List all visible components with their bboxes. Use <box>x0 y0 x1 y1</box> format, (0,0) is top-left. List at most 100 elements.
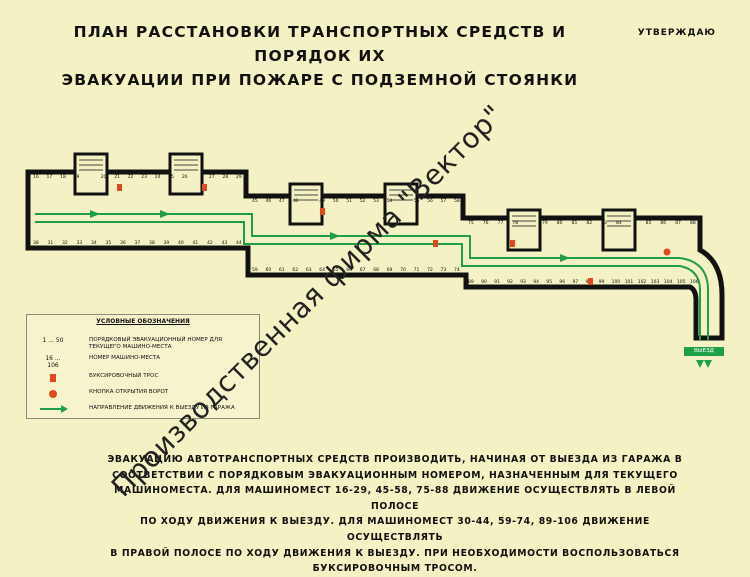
parking-space-number: 92 <box>507 279 513 285</box>
legend-text: КНОПКА ОТКРЫТИЯ ВОРОТ <box>89 389 169 395</box>
parking-space-number: 86 <box>660 220 666 226</box>
parking-space-number: 49 <box>319 198 325 204</box>
parking-space-number: 74 <box>454 267 460 273</box>
legend-item: 1 ... 50 ПОРЯДКОВЫЙ ЭВАКУАЦИОННЫЙ НОМЕР … <box>27 337 257 351</box>
parking-space-number: 87 <box>675 220 681 226</box>
title-line-2: ЭВАКУАЦИИ ПРИ ПОЖАРЕ С ПОДЗЕМНОЙ СТОЯНКИ <box>61 71 579 89</box>
parking-space-number: 95 <box>546 279 552 285</box>
parking-space-number: 71 <box>414 267 420 273</box>
parking-space-number: 76 <box>483 220 489 226</box>
parking-space-number: 18 <box>60 174 66 180</box>
parking-space-number: 72 <box>427 267 433 273</box>
parking-space-number: 23 <box>141 174 147 180</box>
parking-space-number: 41 <box>193 240 199 246</box>
instruction-line: МАШИНОМЕСТА. ДЛЯ МАШИНОМЕСТ 16-29, 45-58… <box>114 485 676 512</box>
parking-space-number: 100 <box>612 279 621 285</box>
parking-space-number: 19 <box>74 174 80 180</box>
parking-space-number: 26 <box>182 174 188 180</box>
legend-text: НАПРАВЛЕНИЕ ДВИЖЕНИЯ К ВЫЕЗДУ ИЗ ГАРАЖА <box>89 405 235 411</box>
gate-button-icon <box>39 389 67 401</box>
parking-space-number: 36 <box>120 240 126 246</box>
tow-rope-icon <box>39 373 67 385</box>
parking-space-number: 62 <box>292 267 298 273</box>
parking-space-number: 27 <box>209 174 215 180</box>
parking-space-number: 55 <box>414 198 420 204</box>
approve-label: УТВЕРЖДАЮ <box>637 28 716 38</box>
parking-space-number: 25 <box>168 174 174 180</box>
tow-rope-icon <box>433 240 438 247</box>
parking-space-number: 79 <box>542 220 548 226</box>
parking-space-number: 103 <box>651 279 660 285</box>
instruction-line: ЭВАКУАЦИЮ АВТОТРАНСПОРТНЫХ СРЕДСТВ ПРОИЗ… <box>107 454 683 465</box>
instructions: ЭВАКУАЦИЮ АВТОТРАНСПОРТНЫХ СРЕДСТВ ПРОИЗ… <box>100 452 690 577</box>
parking-space-number: 21 <box>114 174 120 180</box>
parking-space-number: 82 <box>586 220 592 226</box>
parking-space-number: 37 <box>135 240 141 246</box>
parking-space-number: 54 <box>387 198 393 204</box>
parking-space-number: 91 <box>494 279 500 285</box>
parking-space-number: 52 <box>360 198 366 204</box>
tow-rope-icon <box>320 208 325 215</box>
route-right-lane <box>35 221 701 340</box>
parking-space-number: 106 <box>690 279 699 285</box>
legend-text: ПОРЯДКОВЫЙ ЭВАКУАЦИОННЫЙ НОМЕР ДЛЯ ТЕКУЩ… <box>89 337 222 350</box>
parking-space-number: 45 <box>252 198 258 204</box>
legend: УСЛОВНЫЕ ОБОЗНАЧЕНИЯ 1 ... 50 ПОРЯДКОВЫЙ… <box>26 314 260 419</box>
tow-rope-icon <box>510 240 515 247</box>
instruction-line: БУКСИРОВОЧНЫМ ТРОСОМ. <box>312 563 478 575</box>
stair-core-4 <box>383 182 419 226</box>
parking-space-number: 47 <box>279 198 285 204</box>
instruction-line: ПО ХОДУ ДВИЖЕНИЯ К ВЫЕЗДУ. ДЛЯ МАШИНОМЕС… <box>140 516 650 543</box>
parking-space-number: 69 <box>387 267 393 273</box>
parking-space-number: 77 <box>498 220 504 226</box>
parking-space-number: 67 <box>360 267 366 273</box>
legend-item: БУКСИРОВОЧНЫЙ ТРОС <box>27 373 257 387</box>
parking-space-number: 94 <box>533 279 539 285</box>
parking-space-number: 16 <box>33 174 39 180</box>
parking-space-number: 60 <box>266 267 272 273</box>
parking-space-number: 59 <box>252 267 258 273</box>
parking-space-number: 85 <box>646 220 652 226</box>
parking-space-number: 105 <box>677 279 686 285</box>
tow-rope-icon <box>588 278 593 285</box>
parking-space-number: 57 <box>441 198 447 204</box>
parking-space-number: 96 <box>559 279 565 285</box>
parking-space-number: 102 <box>638 279 647 285</box>
parking-space-number: 51 <box>346 198 352 204</box>
parking-space-number: 84 <box>616 220 622 226</box>
parking-space-number: 68 <box>373 267 379 273</box>
parking-space-number: 89 <box>468 279 474 285</box>
parking-space-number: 40 <box>178 240 184 246</box>
parking-space-number: 29 <box>236 174 242 180</box>
instruction-line: СООТВЕТСТВИИ С ПОРЯДКОВЫМ ЭВАКУАЦИОННЫМ … <box>112 469 678 481</box>
legend-title: УСЛОВНЫЕ ОБОЗНАЧЕНИЯ <box>96 318 190 325</box>
parking-space-number: 90 <box>481 279 487 285</box>
parking-space-number: 44 <box>236 240 242 246</box>
page-title: ПЛАН РАССТАНОВКИ ТРАНСПОРТНЫХ СРЕДСТВ И … <box>40 20 600 92</box>
parking-space-number: 75 <box>468 220 474 226</box>
parking-space-number: 48 <box>292 198 298 204</box>
parking-space-number: 33 <box>77 240 83 246</box>
parking-space-number: 97 <box>573 279 579 285</box>
direction-arrow-icon <box>39 405 68 415</box>
parking-space-number: 73 <box>441 267 447 273</box>
parking-space-number: 64 <box>319 267 325 273</box>
legend-item: 16 ... 106 НОМЕР МАШИНО-МЕСТА <box>27 355 257 369</box>
title-line-1: ПЛАН РАССТАНОВКИ ТРАНСПОРТНЫХ СРЕДСТВ И … <box>73 23 567 65</box>
legend-symbol: 16 ... 106 <box>45 355 61 369</box>
parking-space-number: 81 <box>572 220 578 226</box>
parking-space-number: 93 <box>520 279 526 285</box>
parking-space-number: 43 <box>222 240 228 246</box>
parking-space-number: 66 <box>346 267 352 273</box>
parking-space-number: 88 <box>690 220 696 226</box>
parking-space-number: 63 <box>306 267 312 273</box>
instruction-line: В ПРАВОЙ ПОЛОСЕ ПО ХОДУ ДВИЖЕНИЯ К ВЫЕЗД… <box>110 547 680 559</box>
legend-symbol: 1 ... 50 <box>42 337 64 344</box>
parking-space-number: 104 <box>664 279 673 285</box>
parking-space-number: 39 <box>164 240 170 246</box>
parking-space-number: 83 <box>601 220 607 226</box>
parking-space-number: 50 <box>333 198 339 204</box>
stair-core-6 <box>601 208 637 252</box>
parking-space-number: 101 <box>625 279 634 285</box>
